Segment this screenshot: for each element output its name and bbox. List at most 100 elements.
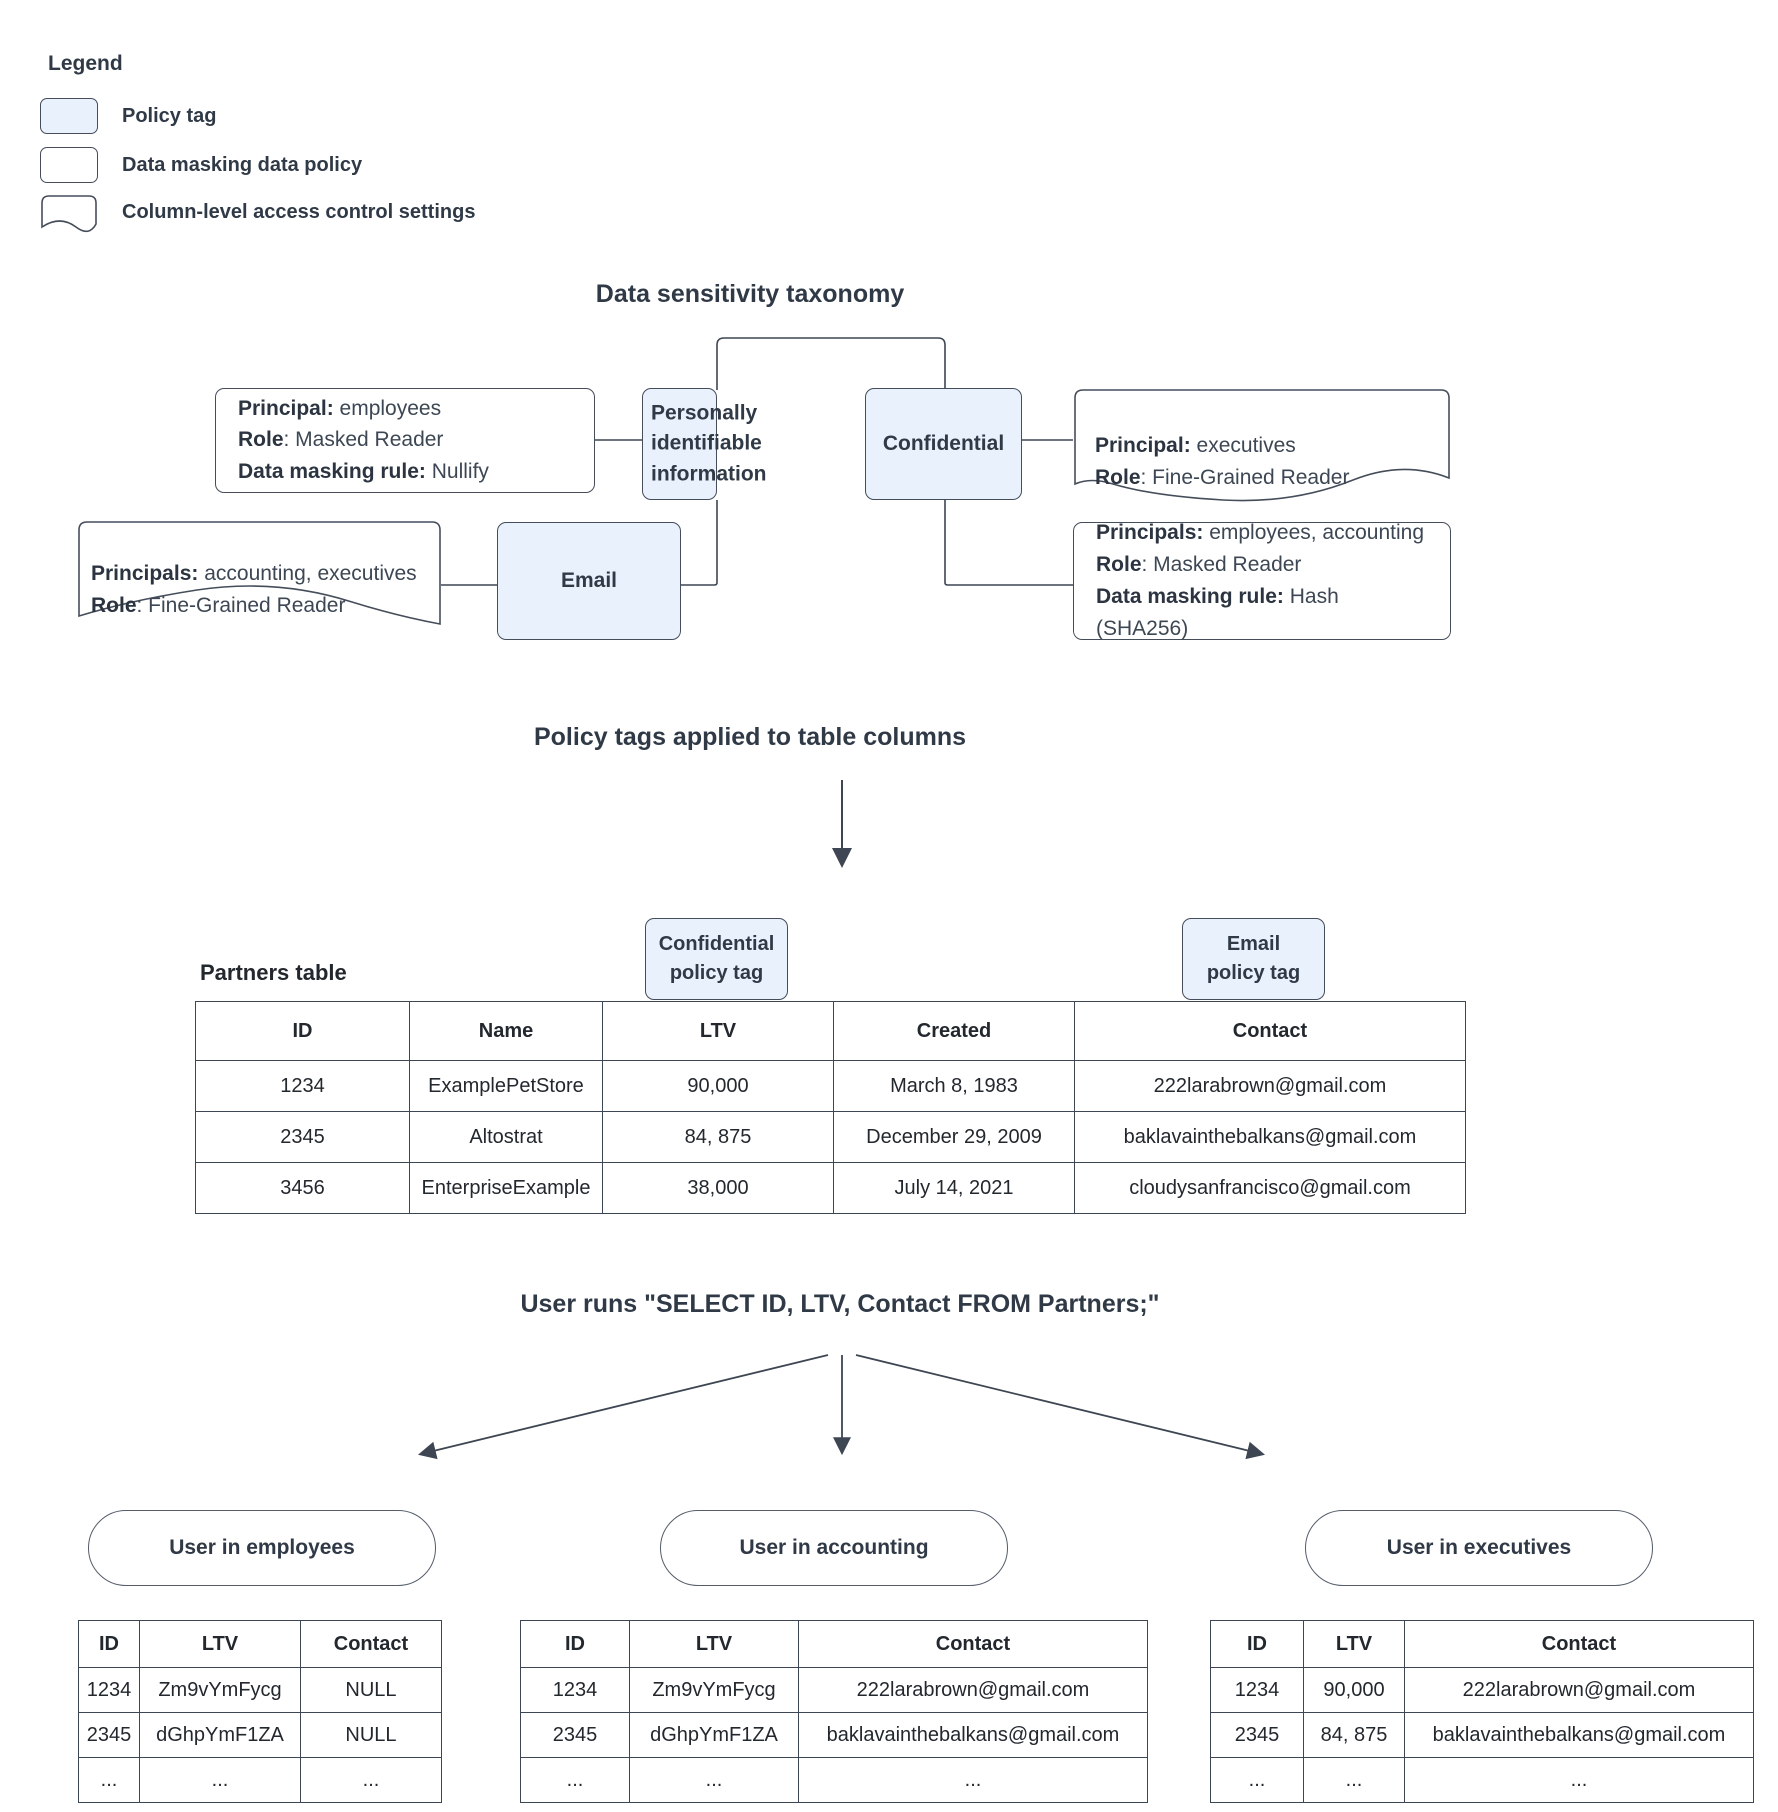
table-row: 2345 84, 875 baklavainthebalkans@gmail.c… (1210, 1712, 1754, 1758)
callout-email-line1: Email (1226, 933, 1281, 955)
cell-created: December 29, 2009 (833, 1111, 1075, 1163)
callout-confidential-policy-tag[interactable]: Confidential policy tag (645, 918, 788, 1000)
result-col-id: ID (520, 1620, 630, 1668)
result-col-id: ID (78, 1620, 140, 1668)
cell-ltv: 84, 875 (1303, 1712, 1405, 1758)
pii-masking-l3-label: Data masking rule: (238, 460, 426, 484)
pill-user-in-executives: User in executives (1305, 1510, 1653, 1586)
taxonomy-title: Data sensitivity taxonomy (595, 280, 905, 308)
result-table-employees: ID LTV Contact 1234 Zm9vYmFycg NULL 2345… (78, 1620, 442, 1803)
cell-name: EnterpriseExample (409, 1162, 603, 1214)
conf-access-l2-label: Role (1095, 465, 1141, 489)
callout-email-line2: policy tag (1206, 962, 1301, 984)
result-header-row: ID LTV Contact (78, 1620, 442, 1668)
result-col-id: ID (1210, 1620, 1304, 1668)
cell-id: 1234 (195, 1060, 410, 1112)
query-title: User runs "SELECT ID, LTV, Contact FROM … (520, 1290, 1160, 1318)
table-row: 1234 ExamplePetStore 90,000 March 8, 198… (195, 1060, 1466, 1112)
email-access-policy-box: Principals: accounting, executives Role:… (77, 520, 442, 638)
partners-col-created: Created (833, 1001, 1075, 1061)
conf-mask-l1-label: Principals: (1096, 521, 1204, 545)
result-col-ltv: LTV (629, 1620, 799, 1668)
cell-ltv: 90,000 (1303, 1667, 1405, 1713)
result-col-contact: Contact (1404, 1620, 1754, 1668)
partners-col-id: ID (195, 1001, 410, 1061)
cell-id: 1234 (1210, 1667, 1304, 1713)
cell-name: ExamplePetStore (409, 1060, 603, 1112)
confidential-access-policy-box: Principal: executives Role: Fine-Grained… (1073, 388, 1451, 506)
partners-col-ltv: LTV (602, 1001, 834, 1061)
pill-label: User in employees (169, 1536, 355, 1559)
policy-tag-pii-label: Personally identifiable information (651, 401, 767, 486)
partners-table-label: Partners table (200, 960, 347, 985)
callout-email-text: Email policy tag (1183, 930, 1324, 988)
cell-id: ... (78, 1757, 140, 1803)
callout-confidential-line2: policy tag (669, 962, 764, 984)
result-col-contact: Contact (798, 1620, 1148, 1668)
result-table-executives: ID LTV Contact 1234 90,000 222larabrown@… (1210, 1620, 1754, 1803)
email-access-policy-text: Principals: accounting, executives Role:… (91, 558, 428, 622)
pill-user-in-employees: User in employees (88, 1510, 436, 1586)
cell-contact: 222larabrown@gmail.com (798, 1667, 1148, 1713)
cell-contact: 222larabrown@gmail.com (1074, 1060, 1466, 1112)
cell-ltv: Zm9vYmFycg (629, 1667, 799, 1713)
pii-masking-l2-value: : Masked Reader (283, 428, 444, 452)
cell-created: March 8, 1983 (833, 1060, 1075, 1112)
result-col-contact: Contact (300, 1620, 442, 1668)
cell-id: 1234 (78, 1667, 140, 1713)
pii-masking-policy-text: Principal: employees Role: Masked Reader… (238, 393, 580, 489)
partners-table-header-row: ID Name LTV Created Contact (195, 1001, 1466, 1061)
confidential-access-policy-text: Principal: executives Role: Fine-Grained… (1095, 430, 1437, 494)
result-header-row: ID LTV Contact (520, 1620, 1148, 1668)
email-access-l1-value: accounting, executives (198, 562, 417, 585)
callout-email-policy-tag[interactable]: Email policy tag (1182, 918, 1325, 1000)
conf-mask-l1-value: employees, accounting (1203, 521, 1425, 545)
pii-masking-policy-box: Principal: employees Role: Masked Reader… (215, 388, 595, 493)
conf-mask-l3-label: Data masking rule: (1096, 585, 1284, 608)
legend-label-column-access: Column-level access control settings (122, 200, 476, 223)
policy-tag-email-label: Email (560, 568, 618, 592)
email-access-l2-value: : Fine-Grained Reader (136, 593, 346, 617)
query-branch-arrows (418, 1354, 1265, 1460)
pill-label: User in accounting (739, 1536, 929, 1559)
cell-contact: ... (300, 1757, 442, 1803)
column-access-swatch (40, 194, 98, 233)
cell-id: 3456 (195, 1162, 410, 1214)
partners-col-contact: Contact (1074, 1001, 1466, 1061)
cell-contact: baklavainthebalkans@gmail.com (1074, 1111, 1466, 1163)
conf-mask-l2-label: Role (1096, 553, 1142, 577)
table-row: 2345 dGhpYmF1ZA baklavainthebalkans@gmai… (520, 1712, 1148, 1758)
partners-table: ID Name LTV Created Contact 1234 Example… (195, 1001, 1466, 1214)
cell-id: 1234 (520, 1667, 630, 1713)
cell-contact: ... (798, 1757, 1148, 1803)
cell-ltv: dGhpYmF1ZA (139, 1712, 301, 1758)
cell-contact: NULL (300, 1712, 442, 1758)
cell-id: 2345 (520, 1712, 630, 1758)
conf-access-l2-value: : Fine-Grained Reader (1140, 465, 1350, 489)
policy-tag-swatch (40, 98, 98, 134)
table-row: 1234 90,000 222larabrown@gmail.com (1210, 1667, 1754, 1713)
result-table-accounting: ID LTV Contact 1234 Zm9vYmFycg 222larabr… (520, 1620, 1148, 1803)
conf-mask-l3-value: Hash (SHA256) (1096, 585, 1339, 640)
result-header-row: ID LTV Contact (1210, 1620, 1754, 1668)
table-row: 2345 dGhpYmF1ZA NULL (78, 1712, 442, 1758)
policy-tag-confidential[interactable]: Confidential (865, 388, 1022, 500)
table-row: 2345 Altostrat 84, 875 December 29, 2009… (195, 1111, 1466, 1163)
pii-masking-l1-value: employees (333, 396, 442, 420)
applied-title: Policy tags applied to table columns (533, 723, 967, 751)
cell-contact: baklavainthebalkans@gmail.com (798, 1712, 1148, 1758)
legend-item-policy-tag: Policy tag (40, 98, 216, 134)
table-row: ... ... ... (78, 1757, 442, 1803)
policy-tag-email[interactable]: Email (497, 522, 681, 640)
policy-tag-pii[interactable]: Personally identifiable information (642, 388, 767, 500)
legend-item-column-access: Column-level access control settings (40, 194, 476, 233)
table-row: ... ... ... (520, 1757, 1148, 1803)
cell-ltv: dGhpYmF1ZA (629, 1712, 799, 1758)
cell-contact: baklavainthebalkans@gmail.com (1404, 1712, 1754, 1758)
cell-id: 2345 (78, 1712, 140, 1758)
confidential-masking-policy-box: Principals: employees, accounting Role: … (1073, 521, 1451, 640)
cell-ltv: ... (629, 1757, 799, 1803)
conf-access-l1-value: executives (1190, 434, 1296, 457)
callout-confidential-line1: Confidential (658, 933, 775, 955)
cell-ltv: Zm9vYmFycg (139, 1667, 301, 1713)
